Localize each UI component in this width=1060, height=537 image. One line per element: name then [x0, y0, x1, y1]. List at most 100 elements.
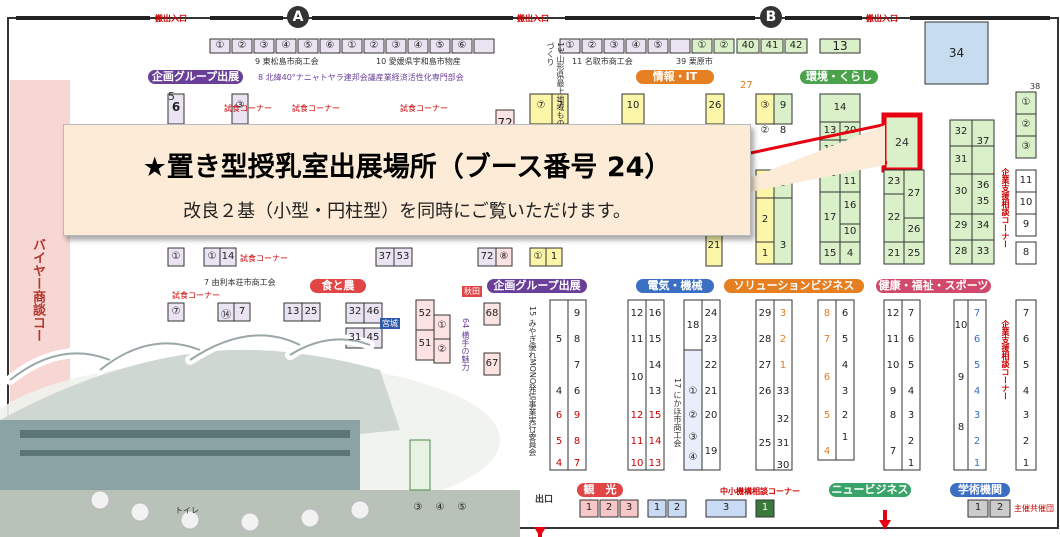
booth-label: ② — [760, 125, 770, 136]
booth-label: 1 — [841, 432, 849, 443]
booth-label: 25 — [758, 438, 772, 449]
category-denki: 電気・機械 — [647, 279, 703, 292]
booth-label: 30 — [776, 460, 790, 471]
booth-label: 20 — [704, 410, 718, 421]
booth-label: 5 — [823, 410, 831, 421]
booth-label: ① — [565, 40, 575, 51]
booth-label: ④ — [281, 40, 291, 51]
booth-label: 1 — [973, 458, 981, 469]
booth-label: 23 — [887, 176, 901, 187]
exit-label: 出口 — [535, 495, 554, 505]
booth-label: 11 — [843, 176, 857, 187]
booth-label: 2 — [907, 436, 915, 447]
booth-label: ② — [719, 40, 729, 51]
booth-label: ① — [533, 251, 543, 262]
booth-label: 72 — [480, 251, 494, 262]
booth-24-label: 24 — [895, 136, 909, 149]
booth-label: 27 — [758, 360, 772, 371]
note-label: 27 — [740, 80, 753, 91]
booth-label: 5 — [973, 360, 981, 371]
booth-label: 27 — [907, 188, 921, 199]
booth-label: ③ — [391, 40, 401, 51]
booth-label: 12 — [630, 410, 644, 421]
note-label: トイレ — [175, 506, 199, 515]
booth-label: 17 — [823, 212, 837, 223]
note-label: 64 横手の魅力 — [461, 318, 470, 371]
booth-label: 3 — [1022, 410, 1030, 421]
booth-label: 2 — [1022, 436, 1030, 447]
booth-label: 5 — [555, 334, 563, 345]
note-label: 秋田 — [462, 286, 482, 297]
booth-label: 32 — [776, 414, 790, 425]
booth-label: 16 — [843, 200, 857, 211]
booth-label: 1 — [761, 502, 769, 513]
category-kenko: 健康・福祉・スポーツ — [878, 279, 989, 292]
booth-label: 7 — [238, 306, 246, 317]
booth-label: 34 — [948, 46, 965, 60]
booth-label: 2 — [996, 502, 1004, 513]
booth-label: 1 — [974, 502, 982, 513]
booth-label: 8 — [957, 422, 965, 433]
booth-label: ① — [688, 386, 698, 397]
booth-label: 32 — [954, 126, 968, 137]
booth-label: ② — [587, 40, 597, 51]
booth-label: ④ — [413, 40, 423, 51]
booth-label: 23 — [704, 334, 718, 345]
booth-label: ② — [688, 410, 698, 421]
booth-label: 3 — [841, 386, 849, 397]
booth-label: 7 — [889, 446, 897, 457]
booth-label: 6 — [907, 334, 915, 345]
booth-label: 7 — [1022, 308, 1030, 319]
booth-label: ⑥ — [325, 40, 335, 51]
booth-label: ⑤ — [435, 40, 445, 51]
booth-label: ⑥ — [457, 40, 467, 51]
booth-label: 1 — [1022, 458, 1030, 469]
booth-label: 10 — [954, 320, 968, 331]
booth-label: 68 — [485, 308, 499, 319]
booth-label: 6 — [841, 308, 849, 319]
booth-label: 5 — [841, 334, 849, 345]
booth-label: 51 — [418, 338, 432, 349]
category-kanko: 観 光 — [583, 483, 617, 496]
booth-label: 7 — [556, 100, 564, 111]
booth-label: 40 — [741, 40, 755, 51]
booth-label: 8 — [573, 436, 581, 447]
gate-b-marker: B — [760, 6, 782, 28]
booth-label: 33 — [776, 386, 790, 397]
booth-label: 6 — [823, 372, 831, 383]
callout-subtitle: 改良２基（小型・円柱型）を同時にご覧いただけます。 — [183, 201, 631, 222]
booth-label: 18 — [686, 320, 700, 331]
booth-label: 6 — [973, 334, 981, 345]
booth-label: ③ — [235, 100, 245, 111]
booth-label: 1 — [779, 360, 787, 371]
booth-label: 34 — [976, 220, 990, 231]
booth-label: 3 — [779, 240, 787, 251]
booth-label: 3 — [625, 502, 633, 513]
category-joho-it: 情報・IT — [652, 70, 698, 83]
booth-label: 13 — [648, 386, 662, 397]
booth-label: 15 — [648, 410, 662, 421]
category-kankyo: 環境・くらし — [806, 70, 872, 83]
booth-label: 13 — [286, 306, 300, 317]
gate-a-marker: A — [287, 6, 309, 28]
booth-label: 9 — [779, 100, 787, 111]
booth-label: 2 — [673, 502, 681, 513]
booth-label: 4 — [555, 458, 563, 469]
venue-illustration — [0, 330, 520, 537]
note-label: 15 みやぎ優れMONO発信事業実行委員会 — [528, 306, 537, 457]
booth-label: 37 — [378, 251, 392, 262]
booth-label: ② — [237, 40, 247, 51]
booth-label: ① — [697, 40, 707, 51]
booth-label: 4 — [841, 360, 849, 371]
booth-label: 22 — [704, 360, 718, 371]
note-label: 8 北緯40°ナニャトヤラ連邦会議産業経済活性化専門部会 — [258, 73, 464, 82]
booth-label: 26 — [708, 100, 722, 111]
booth-label: 7 — [907, 308, 915, 319]
booth-label: 37 — [976, 136, 990, 147]
booth-label: ③ — [688, 432, 698, 443]
booth-label: ⑤ — [303, 40, 313, 51]
booth-label: 2 — [841, 410, 849, 421]
booth-label: ③ — [413, 502, 423, 513]
note-label: 13 山形県最上地域ものづくり — [546, 42, 565, 127]
